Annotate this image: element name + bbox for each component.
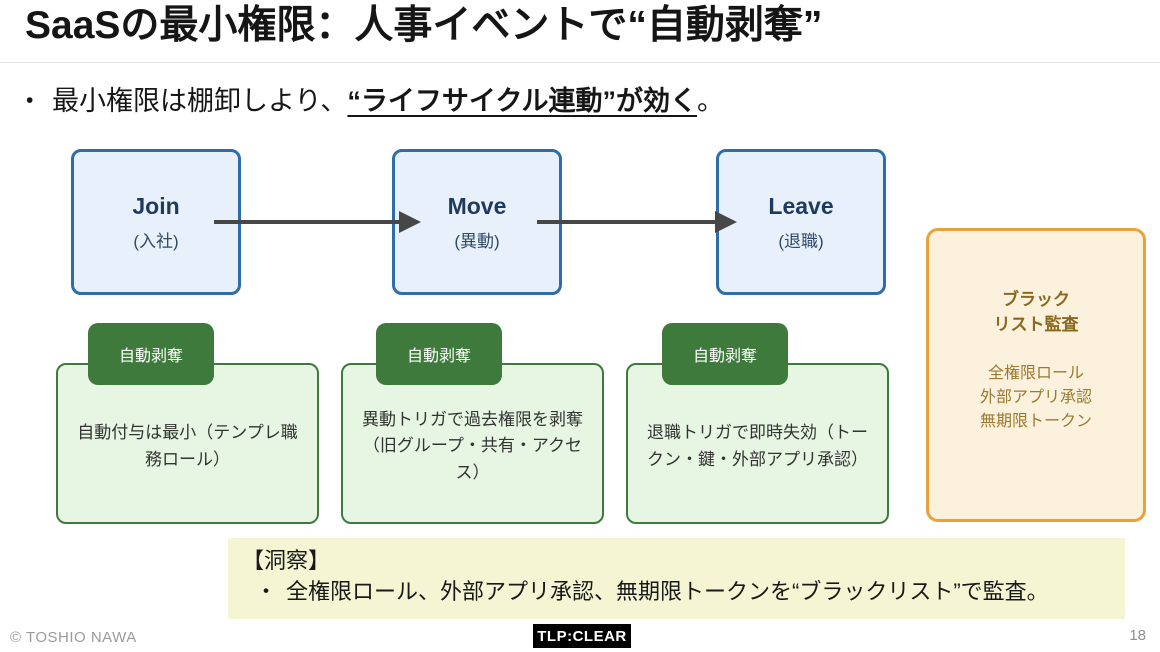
blacklist-title-line1: ブラック bbox=[1002, 290, 1070, 310]
blacklist-item-3: 無期限トークン bbox=[979, 412, 1092, 430]
blacklist-title-line2: リスト監査 bbox=[993, 315, 1079, 334]
blacklist-panel: ブラック リスト監査 全権限ロール 外部アプリ承認 無期限トークン bbox=[926, 228, 1146, 522]
insight-box: 【洞察】 ・全権限ロール、外部アプリ承認、無期限トークンを“ブラックリスト”で監… bbox=[228, 538, 1125, 619]
slide-title: SaaSの最小権限：人事イベントで“自動剥奪” bbox=[25, 4, 823, 47]
flow-arrow-move-leave-line bbox=[537, 220, 716, 224]
blacklist-item-2: 外部アプリ承認 bbox=[979, 388, 1092, 406]
insight-text: 全権限ロール、外部アプリ承認、無期限トークンを“ブラックリスト”で監査。 bbox=[286, 579, 1049, 605]
stage-sub-move: (異動) bbox=[454, 231, 500, 251]
detail-box-leave: 退職トリガで即時失効（トークン・鍵・外部アプリ承認） bbox=[626, 363, 889, 524]
tlp-clear-badge: TLP:CLEAR bbox=[533, 624, 631, 648]
stage-name-leave: Leave bbox=[768, 192, 834, 219]
lead-bullet: • 最小権限は棚卸しより、“ライフサイクル連動”が効く。 bbox=[26, 84, 724, 119]
stage-box-leave: Leave (退職) bbox=[716, 149, 886, 295]
blacklist-items: 全権限ロール 外部アプリ承認 無期限トークン bbox=[980, 362, 1092, 434]
bullet-marker: • bbox=[26, 89, 34, 112]
blacklist-item-1: 全権限ロール bbox=[987, 364, 1084, 382]
badge-auto-revoke-move: 自動剥奪 bbox=[376, 323, 502, 385]
flow-arrow-join-move-head-icon bbox=[399, 211, 421, 233]
detail-box-move: 異動トリガで過去権限を剥奪（旧グループ・共有・アクセス） bbox=[341, 363, 604, 524]
stage-sub-join: (入社) bbox=[133, 231, 179, 251]
lead-prefix: 最小権限は棚卸しより、 bbox=[52, 86, 348, 116]
stage-box-join: Join (入社) bbox=[71, 149, 241, 295]
detail-box-join: 自動付与は最小（テンプレ職務ロール） bbox=[56, 363, 319, 524]
stage-sub-leave: (退職) bbox=[778, 231, 824, 251]
insight-bullet-marker: ・ bbox=[255, 579, 278, 605]
badge-auto-revoke-leave: 自動剥奪 bbox=[662, 323, 788, 385]
insight-heading: 【洞察】 bbox=[242, 548, 331, 573]
stage-name-join: Join bbox=[132, 192, 180, 219]
stage-name-move: Move bbox=[447, 192, 507, 219]
title-divider bbox=[0, 62, 1160, 63]
lead-suffix: 。 bbox=[697, 86, 725, 116]
lead-emphasis: “ライフサイクル連動”が効く bbox=[347, 86, 698, 116]
badge-auto-revoke-join: 自動剥奪 bbox=[88, 323, 214, 385]
footer-copyright: © TOSHIO NAWA bbox=[10, 629, 137, 646]
insight-bullet: ・全権限ロール、外部アプリ承認、無期限トークンを“ブラックリスト”で監査。 bbox=[242, 576, 1111, 607]
page-number: 18 bbox=[1129, 627, 1146, 644]
flow-arrow-move-leave-head-icon bbox=[715, 211, 737, 233]
blacklist-title: ブラック リスト監査 bbox=[994, 288, 1079, 337]
flow-arrow-join-move-line bbox=[214, 220, 400, 224]
